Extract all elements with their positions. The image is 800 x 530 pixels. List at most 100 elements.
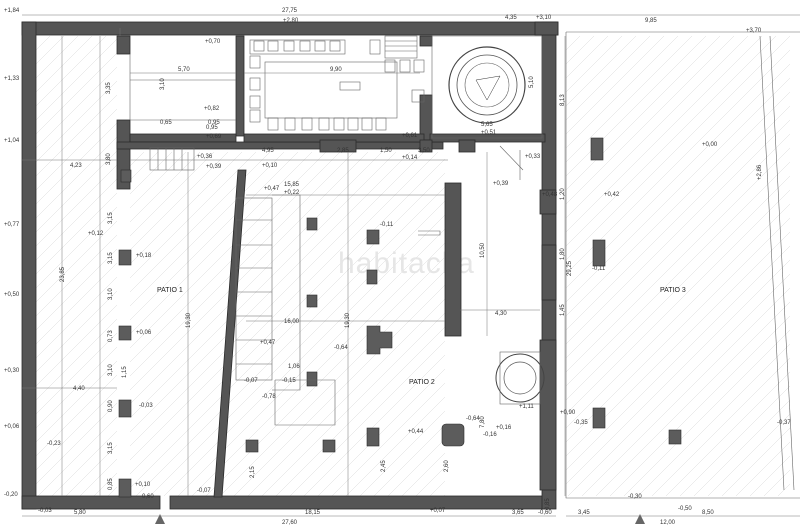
level-label: +0,18 — [136, 253, 152, 259]
level-label: +1,33 — [4, 76, 20, 82]
hatch-line — [565, 91, 791, 317]
dim-label: 9,85 — [645, 18, 657, 24]
dim-label: 16,00 — [284, 319, 300, 325]
hatch-line — [565, 35, 791, 261]
hatch-line — [35, 290, 118, 373]
hatch-line — [35, 276, 118, 359]
hatch-line — [35, 332, 118, 415]
dim-label: 1,45 — [560, 304, 566, 316]
level-label: +0,70 — [205, 39, 221, 45]
hatch-line — [35, 66, 118, 149]
dim-label: 9,90 — [330, 67, 342, 73]
hatch-line — [565, 133, 791, 359]
dimension-labels: 27,75 +2,80 4,35 +3,10 9,85 +3,70 5,80 1… — [60, 8, 762, 526]
level-label: +0,36 — [197, 154, 213, 160]
hatch-line — [79, 458, 118, 497]
hatch-line — [637, 343, 791, 497]
hatch-line — [693, 399, 791, 497]
dim-label: 4,95 — [262, 148, 274, 154]
hatch-line — [331, 382, 446, 497]
hatch-line — [35, 122, 118, 205]
hatch-line — [565, 35, 637, 107]
dim-label: 1,15 — [122, 366, 128, 378]
level-label: -0,11 — [592, 266, 606, 272]
hatch-line — [35, 262, 118, 345]
hatch-line — [565, 35, 623, 93]
hatch-line — [129, 151, 369, 391]
hatch-line — [565, 35, 707, 177]
hatch-line — [565, 49, 791, 275]
hatch-line — [289, 340, 446, 497]
level-label: -0,35 — [574, 420, 588, 426]
hatch-line — [129, 151, 159, 181]
small-dimension-labels: 3,15 3,10 0,73 3,10 0,90 3,15 0,85 1,15 … — [108, 76, 566, 510]
level-label: +0,10 — [262, 163, 278, 169]
hatch-line — [65, 444, 118, 497]
level-label: +0,06 — [136, 330, 152, 336]
hatch-line — [163, 214, 446, 497]
hatch-line — [35, 52, 118, 135]
level-label: +0,69 — [206, 134, 222, 140]
round-tower — [431, 35, 545, 405]
hatch-line — [735, 441, 791, 497]
level-label: -0,15 — [282, 378, 296, 384]
dim-label: 2,45 — [381, 460, 387, 472]
hatch-line — [35, 35, 65, 65]
hatch-line — [707, 413, 791, 497]
hatch-line — [565, 35, 581, 51]
dim-label: 2,60 — [444, 460, 450, 472]
hatch-line — [135, 186, 446, 497]
hatch-line — [609, 315, 791, 497]
level-label: +0,50 — [4, 292, 20, 298]
hatch-line — [565, 259, 791, 485]
level-label: +0,10 — [135, 482, 151, 488]
room-label-patio2: PATIO 2 — [409, 379, 435, 386]
hatch-line — [623, 329, 791, 497]
hatch-line — [35, 248, 118, 331]
hatch-line — [387, 438, 446, 497]
level-label: +0,07 — [430, 508, 446, 514]
level-label: -0,64 — [334, 345, 348, 351]
hatch-line — [401, 452, 446, 497]
level-label: -0,60 — [538, 510, 552, 516]
hatch-line — [345, 396, 446, 497]
dim-label: 1,20 — [560, 188, 566, 200]
hatch-line — [35, 318, 118, 401]
hatch-line — [129, 151, 285, 307]
hatch-line — [565, 245, 791, 471]
level-label: +0,39 — [493, 181, 509, 187]
level-label: -0,03 — [139, 403, 153, 409]
level-label: -0,64 — [466, 416, 480, 422]
level-label: +0,39 — [206, 164, 222, 170]
level-label: -0,37 — [777, 420, 791, 426]
dim-label: 29,25 — [567, 260, 573, 276]
hatch-line — [35, 402, 118, 485]
hatch-line — [129, 151, 271, 293]
hatch-line — [303, 354, 446, 497]
hatch-line — [261, 312, 446, 497]
dim-label: 7,80 — [480, 416, 486, 428]
hatch-line — [35, 150, 118, 233]
hatch-line — [35, 35, 79, 79]
level-label: -0,50 — [678, 506, 692, 512]
hatch-line — [275, 326, 446, 497]
dim-label: 4,35 — [505, 15, 517, 21]
hatch-line — [129, 151, 397, 419]
level-label: +0,06 — [4, 424, 20, 430]
level-label: +1,11 — [519, 404, 534, 410]
hatch-line — [35, 192, 118, 275]
hatch-line — [565, 147, 791, 373]
hatch-line — [581, 287, 791, 497]
level-label: -0,07 — [197, 488, 211, 494]
hatch-line — [565, 35, 679, 149]
hatch-line — [565, 35, 693, 163]
level-label: -0,07 — [244, 378, 258, 384]
level-label: +0,82 — [204, 106, 220, 112]
hatch-line — [565, 119, 791, 345]
level-label: -0,16 — [483, 432, 497, 438]
hatch-line — [35, 178, 118, 261]
hatch-line — [107, 486, 118, 497]
dim-label: 1,80 — [560, 248, 566, 260]
hatch-line — [35, 374, 118, 457]
level-label: -0,30 — [628, 494, 642, 500]
